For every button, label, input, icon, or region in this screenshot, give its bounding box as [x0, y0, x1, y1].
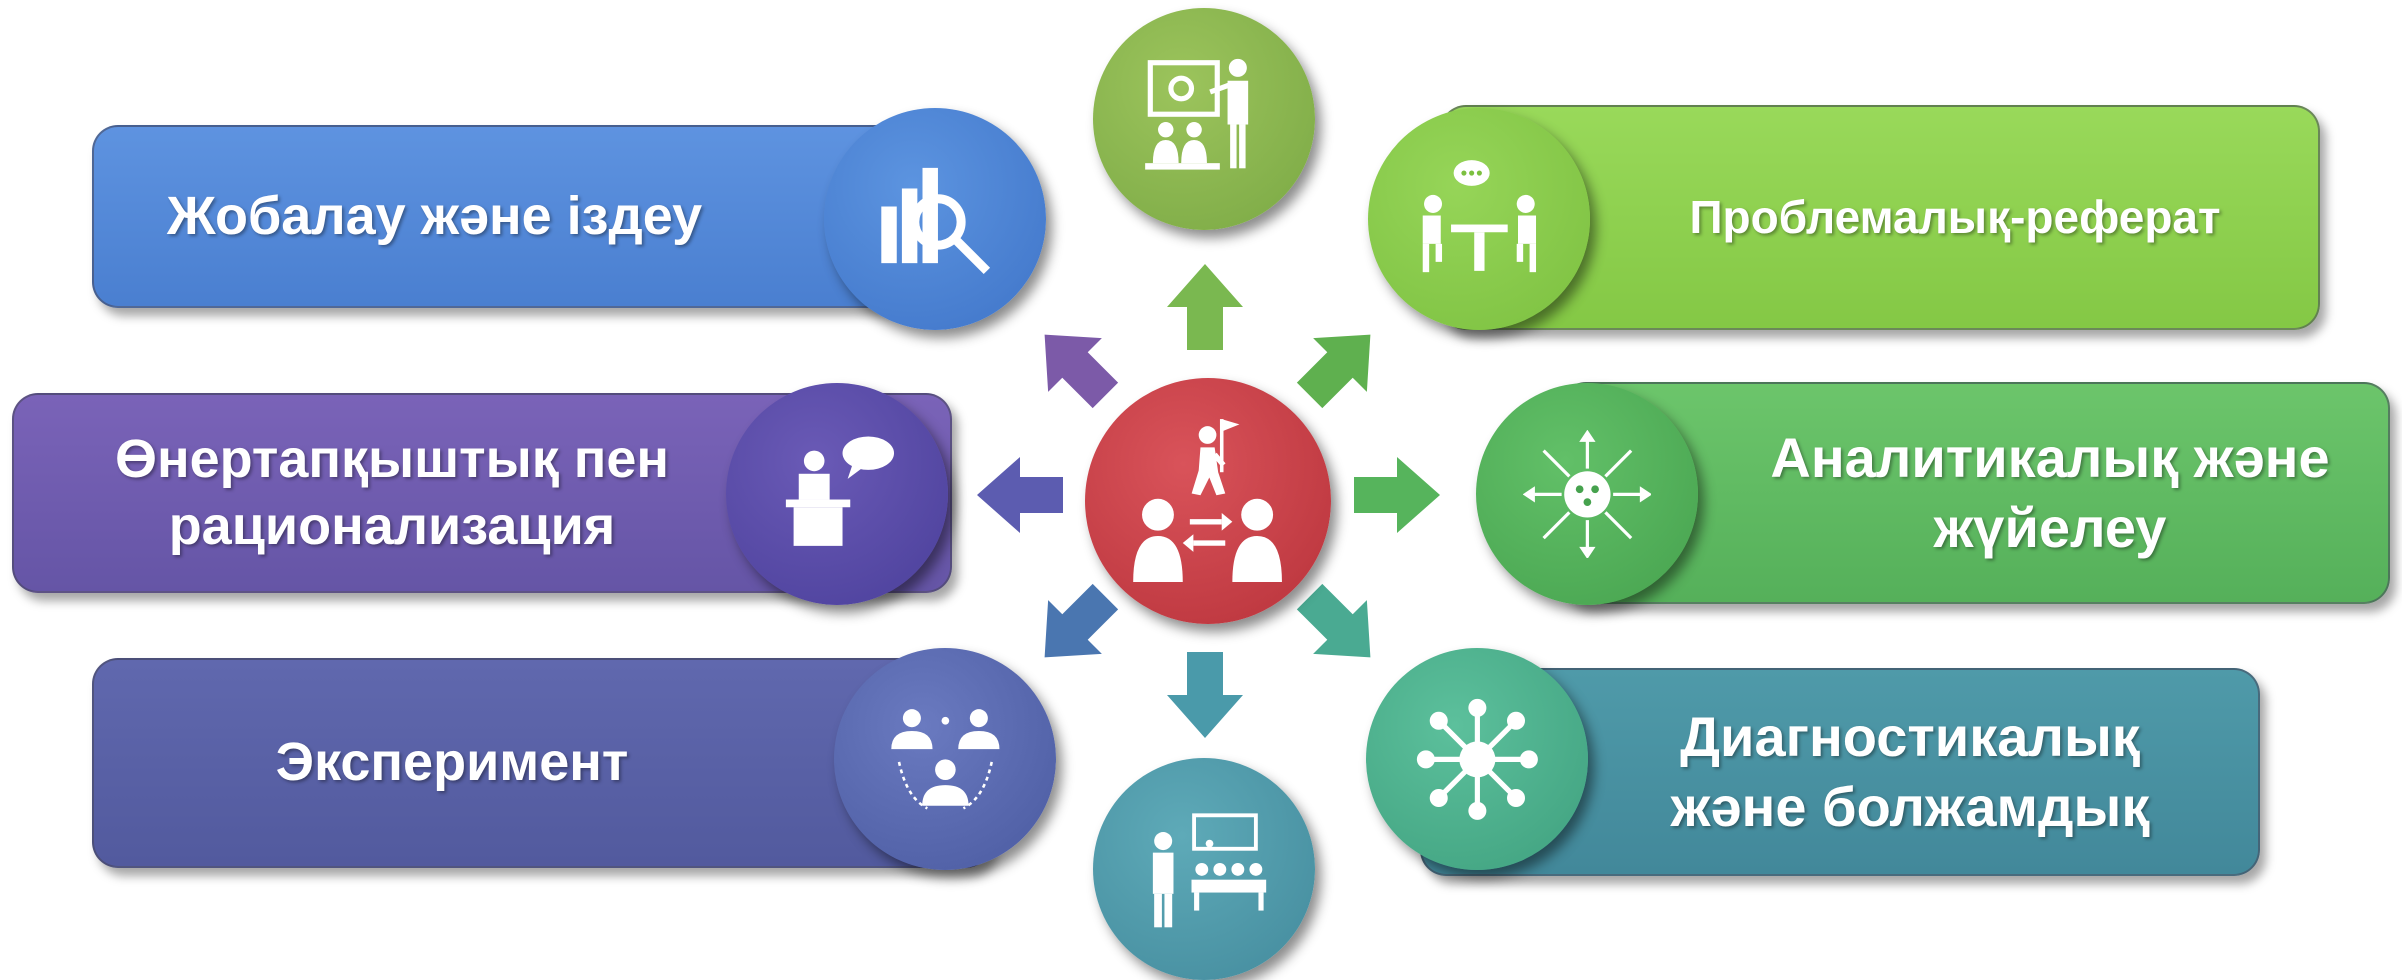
arrow-up	[1167, 264, 1243, 350]
category-experiment-label: Эксперимент	[275, 732, 629, 793]
arrow-right	[1354, 457, 1440, 533]
category-problem-label: Проблемалық-реферат	[1689, 190, 2221, 243]
teacher-classroom-icon	[1152, 812, 1266, 927]
crowd-arrows-icon	[1522, 429, 1652, 559]
category-invention-label: Өнертапқыштық пен рационализация	[112, 426, 672, 561]
arrow-down	[1167, 652, 1243, 738]
group-network-icon	[890, 708, 1000, 810]
design-circle	[824, 108, 1046, 330]
analytic-circle	[1476, 383, 1698, 605]
category-invention-label-text: Өнертапқыштық пен рационализация	[114, 428, 670, 557]
category-problem-bar: Проблемалық-реферат	[1440, 105, 2320, 330]
problem-circle	[1368, 108, 1590, 330]
invention-circle	[726, 383, 948, 605]
category-analytic-label-text: Аналитикалық және жүйелеу	[1770, 426, 2330, 559]
category-diagnostic-label-text: Диагностикалық және болжамдық	[1670, 705, 2150, 838]
speaker-podium-icon	[785, 436, 894, 546]
experiment-circle	[834, 648, 1056, 870]
meeting-table-icon	[1422, 159, 1536, 272]
category-analytic-label: Аналитикалық және жүйелеу	[1750, 423, 2350, 563]
arrow-downleft	[1044, 583, 1119, 658]
person-with-flag-and-exchange-icon	[1133, 419, 1283, 583]
category-diagnostic-label: Диагностикалық және болжамдық	[1650, 702, 2170, 842]
center-circle	[1085, 378, 1331, 624]
top-circle	[1093, 8, 1315, 230]
category-design-label: Жобалау және іздеу	[166, 185, 703, 246]
hub-network-icon	[1416, 698, 1538, 820]
arrow-downright	[1296, 583, 1371, 658]
presentation-board-icon	[1144, 58, 1248, 170]
chart-magnifier-icon	[880, 167, 990, 274]
diagnostic-circle	[1366, 648, 1588, 870]
arrow-upleft	[1044, 334, 1119, 409]
arrow-left	[977, 457, 1063, 533]
bottom-circle	[1093, 758, 1315, 980]
arrow-upright	[1296, 334, 1371, 409]
category-analytic-bar: Аналитикалық және жүйелеу	[1560, 382, 2390, 604]
